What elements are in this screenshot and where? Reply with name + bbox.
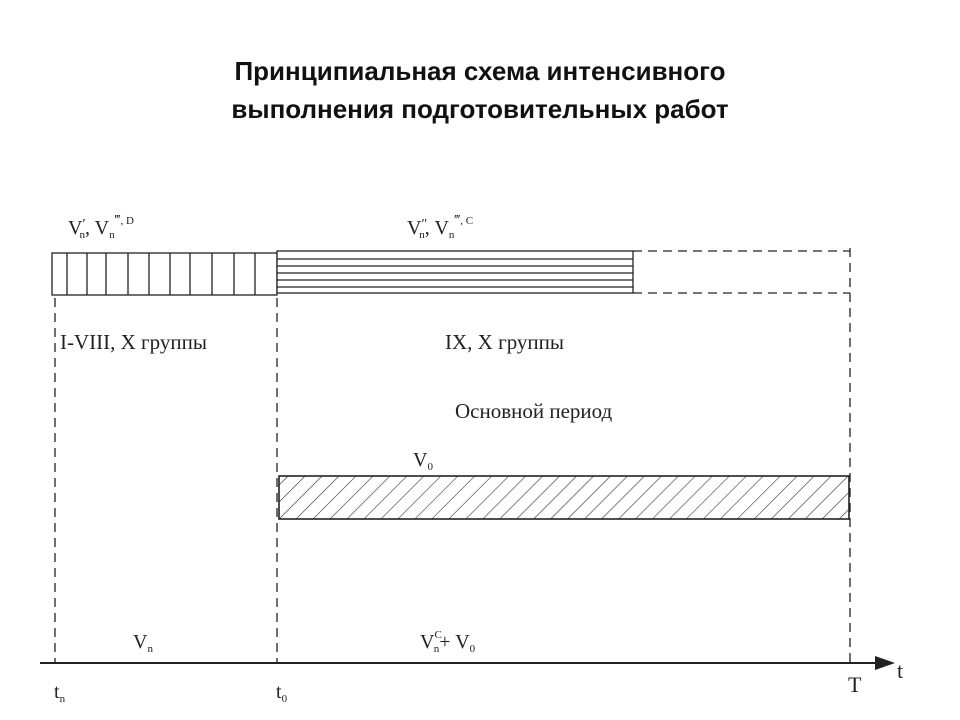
label-groups-left: I-VIII, X группы [60,330,207,354]
label-top-left: V′n, Vn‴, D [68,213,134,241]
title-line-2: выполнения подготовительных работ [231,94,729,124]
title-line-1: Принципиальная схема интенсивного [234,56,726,86]
bar-vn-left [51,252,278,296]
axis-arrow-icon [875,656,895,670]
label-T: T [848,672,862,697]
label-main-period: Основной период [455,399,613,423]
page-title: Принципиальная схема интенсивного выполн… [0,52,960,128]
label-t0: t0 [276,681,288,705]
label-tn: tn [54,681,66,705]
time-axis [40,656,895,670]
label-groups-right: IX, X группы [445,330,564,354]
label-vn-bottom: Vn [133,631,153,655]
label-t-axis: t [897,658,903,683]
label-top-middle: V″n, Vn‴, C [407,213,473,241]
time-boundaries [54,248,851,663]
label-vo: V0 [413,449,433,473]
bar-dashed-extension [633,250,850,294]
bar-vo-hatched [278,475,850,520]
bar-vn-middle [276,250,634,294]
